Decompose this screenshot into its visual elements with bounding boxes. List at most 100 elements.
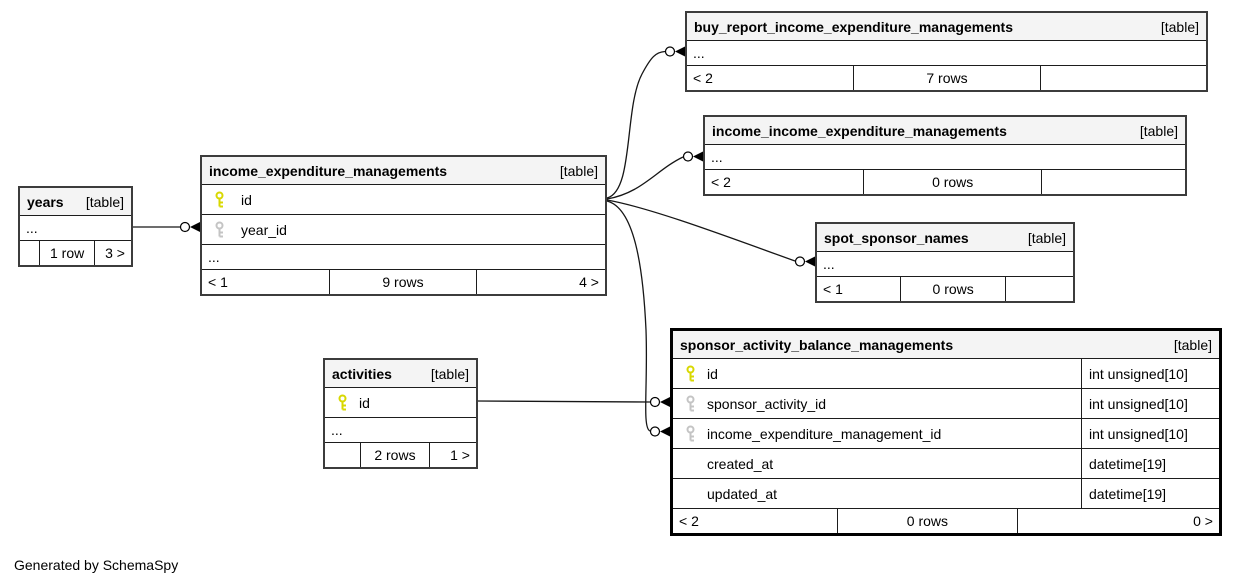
table-name-link[interactable]: spot_sponsor_names (824, 229, 969, 246)
table-tag: [table] (1027, 229, 1066, 246)
table-spot-sponsor-names: spot_sponsor_names [table] ... < 1 0 row… (815, 222, 1075, 303)
edge-crow-arrow (190, 222, 200, 232)
column-row-id: id (325, 388, 476, 418)
edge-crow-arrow (805, 256, 815, 267)
table-header: income_expenditure_managements [table] (202, 157, 605, 185)
collapsed-columns-row: ... (325, 418, 476, 443)
table-footer: < 2 0 rows (705, 170, 1185, 194)
footer-children (1039, 66, 1206, 90)
column-name: updated_at (707, 485, 778, 502)
table-header: buy_report_income_expenditure_management… (687, 13, 1206, 41)
table-footer: 1 row 3 > (20, 241, 131, 265)
column-name: id (241, 191, 252, 208)
foreign-key-icon (213, 221, 227, 238)
column-name: income_expenditure_management_id (707, 425, 942, 442)
foreign-key-icon (684, 425, 698, 442)
column-row-sponsor-activity-id: sponsor_activity_id int unsigned[10] (673, 389, 1219, 419)
table-header: sponsor_activity_balance_managements [ta… (673, 331, 1219, 359)
column-row-income-expenditure-management-id: income_expenditure_management_id int uns… (673, 419, 1219, 449)
generated-by-note: Generated by SchemaSpy (14, 557, 179, 573)
table-footer: < 1 9 rows 4 > (202, 270, 605, 294)
column-name: created_at (707, 455, 774, 472)
table-footer: < 1 0 rows (817, 277, 1073, 301)
edge-odot (649, 426, 661, 437)
column-row-created-at: created_at datetime[19] (673, 449, 1219, 479)
table-footer: 2 rows 1 > (325, 443, 476, 467)
table-income-expenditure-managements: income_expenditure_managements [table] i… (200, 155, 607, 296)
edge-crow-arrow (660, 397, 670, 407)
table-tag: [table] (1160, 18, 1199, 35)
column-row-id: id (202, 185, 605, 215)
footer-parents (20, 241, 39, 265)
table-years: years [table] ... 1 row 3 > (18, 186, 133, 267)
table-header: spot_sponsor_names [table] (817, 224, 1073, 252)
column-type: int unsigned[10] (1081, 359, 1219, 388)
table-header: years [table] (20, 188, 131, 216)
column-type: datetime[19] (1081, 449, 1219, 478)
footer-parents: < 2 (711, 174, 731, 190)
footer-parents: < 1 (823, 281, 843, 297)
footer-row-count: 2 rows (359, 443, 429, 467)
table-activities: activities [table] id ... 2 rows 1 > (323, 358, 478, 469)
footer-row-count: 0 rows (836, 509, 1017, 533)
table-name-link[interactable]: buy_report_income_expenditure_management… (694, 18, 1013, 35)
column-row-id: id int unsigned[10] (673, 359, 1219, 389)
edge-odot (794, 256, 806, 267)
primary-key-icon (336, 394, 350, 411)
edge-crow-arrow (693, 151, 703, 162)
footer-children: 1 > (429, 443, 476, 467)
footer-row-count: 0 rows (863, 170, 1041, 194)
table-income-income-expenditure-managements: income_income_expenditure_managements [t… (703, 115, 1187, 196)
edge-iem-sabm (606, 200, 651, 432)
column-row-year-id: year_id (202, 215, 605, 245)
footer-parents: < 1 (208, 274, 228, 290)
collapsed-columns-row: ... (705, 145, 1185, 170)
table-name-link[interactable]: years (27, 193, 64, 210)
footer-parents: < 2 (679, 513, 699, 529)
table-name-link[interactable]: income_expenditure_managements (209, 162, 448, 179)
edge-iem-spotsponsor (606, 199, 796, 262)
collapsed-columns-row: ... (202, 245, 605, 270)
edge-odot (682, 151, 694, 162)
edge-crow-arrow (660, 426, 670, 437)
table-footer: < 2 0 rows 0 > (673, 509, 1219, 533)
column-type: int unsigned[10] (1081, 419, 1219, 448)
column-type: int unsigned[10] (1081, 389, 1219, 418)
edge-iem-buyreport (606, 50, 666, 199)
primary-key-icon (684, 365, 698, 382)
table-header: income_income_expenditure_managements [t… (705, 117, 1185, 145)
edge-iem-incomeincome (606, 156, 684, 200)
column-name: id (359, 394, 370, 411)
footer-row-count: 9 rows (328, 270, 476, 294)
table-sponsor-activity-balance-managements: sponsor_activity_balance_managements [ta… (670, 328, 1222, 536)
edge-crow-arrow (675, 46, 685, 57)
table-name-link[interactable]: activities (332, 365, 392, 382)
collapsed-columns-row: ... (20, 216, 131, 241)
table-name-link[interactable]: income_income_expenditure_managements (712, 122, 1007, 139)
table-header: activities [table] (325, 360, 476, 388)
table-buy-report-income-expenditure-managements: buy_report_income_expenditure_management… (685, 11, 1208, 92)
collapsed-columns-row: ... (687, 41, 1206, 66)
footer-children: 3 > (94, 241, 131, 265)
footer-row-count: 7 rows (853, 66, 1040, 90)
collapsed-columns-row: ... (817, 252, 1073, 277)
footer-children (1005, 277, 1073, 301)
table-tag: [table] (430, 365, 469, 382)
edge-activities-sabm (476, 400, 651, 403)
table-tag: [table] (85, 193, 124, 210)
column-name: year_id (241, 221, 287, 238)
column-name: id (707, 365, 718, 382)
table-tag: [table] (1173, 336, 1212, 353)
table-tag: [table] (559, 162, 598, 179)
foreign-key-icon (684, 395, 698, 412)
edge-odot (649, 396, 661, 408)
footer-row-count: 0 rows (900, 277, 1005, 301)
footer-row-count: 1 row (38, 241, 95, 265)
footer-children: 0 > (1016, 509, 1219, 533)
edge-odot (179, 221, 191, 233)
table-name-link[interactable]: sponsor_activity_balance_managements (680, 336, 954, 353)
edge-odot (664, 46, 676, 57)
column-name: sponsor_activity_id (707, 395, 827, 412)
primary-key-icon (213, 191, 227, 208)
